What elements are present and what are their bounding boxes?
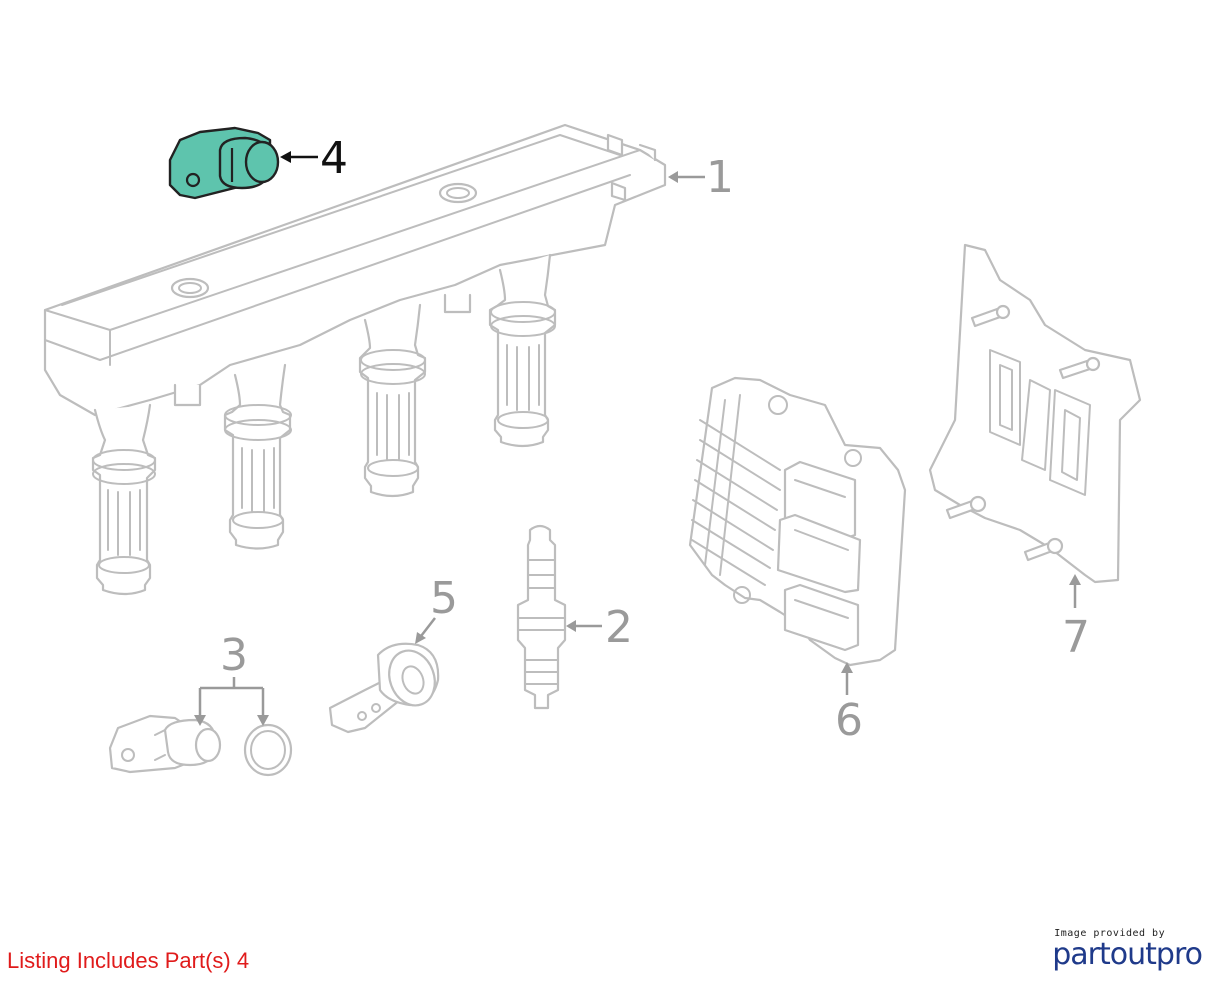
callout-6: 6	[835, 662, 863, 746]
camshaft-position-sensor-highlighted[interactable]	[168, 126, 280, 200]
partoutpro-logo: partoutpro	[1052, 937, 1203, 972]
svg-text:1: 1	[706, 152, 734, 203]
ecm-mounting-bracket[interactable]	[928, 243, 1142, 584]
svg-text:2: 2	[605, 602, 633, 653]
engine-control-module[interactable]	[688, 376, 907, 667]
callout-5: 5	[415, 573, 458, 644]
knock-sensor[interactable]	[328, 642, 442, 734]
partoutpro-branding[interactable]: Image provided by partoutpro	[1052, 928, 1203, 972]
callout-2: 2	[566, 602, 633, 653]
svg-text:5: 5	[430, 573, 458, 624]
callout-1: 1	[668, 152, 734, 203]
listing-includes-note: Listing Includes Part(s) 4	[7, 948, 250, 973]
logo-part-2: out	[1109, 937, 1157, 972]
position-sensor-with-o-ring[interactable]	[108, 714, 293, 777]
svg-text:3: 3	[220, 630, 248, 681]
image-credit-text: Image provided by	[1054, 928, 1166, 939]
svg-text:6: 6	[835, 695, 863, 746]
callout-3: 3	[194, 630, 269, 726]
ignition-coil-pack[interactable]	[43, 123, 667, 596]
logo-part-1: part	[1052, 937, 1111, 972]
callout-4: 4	[280, 133, 348, 184]
logo-part-3: pro	[1155, 937, 1203, 972]
svg-text:7: 7	[1062, 612, 1090, 663]
callout-7: 7	[1062, 574, 1090, 663]
svg-text:4: 4	[320, 133, 348, 184]
spark-plug[interactable]	[516, 524, 567, 710]
